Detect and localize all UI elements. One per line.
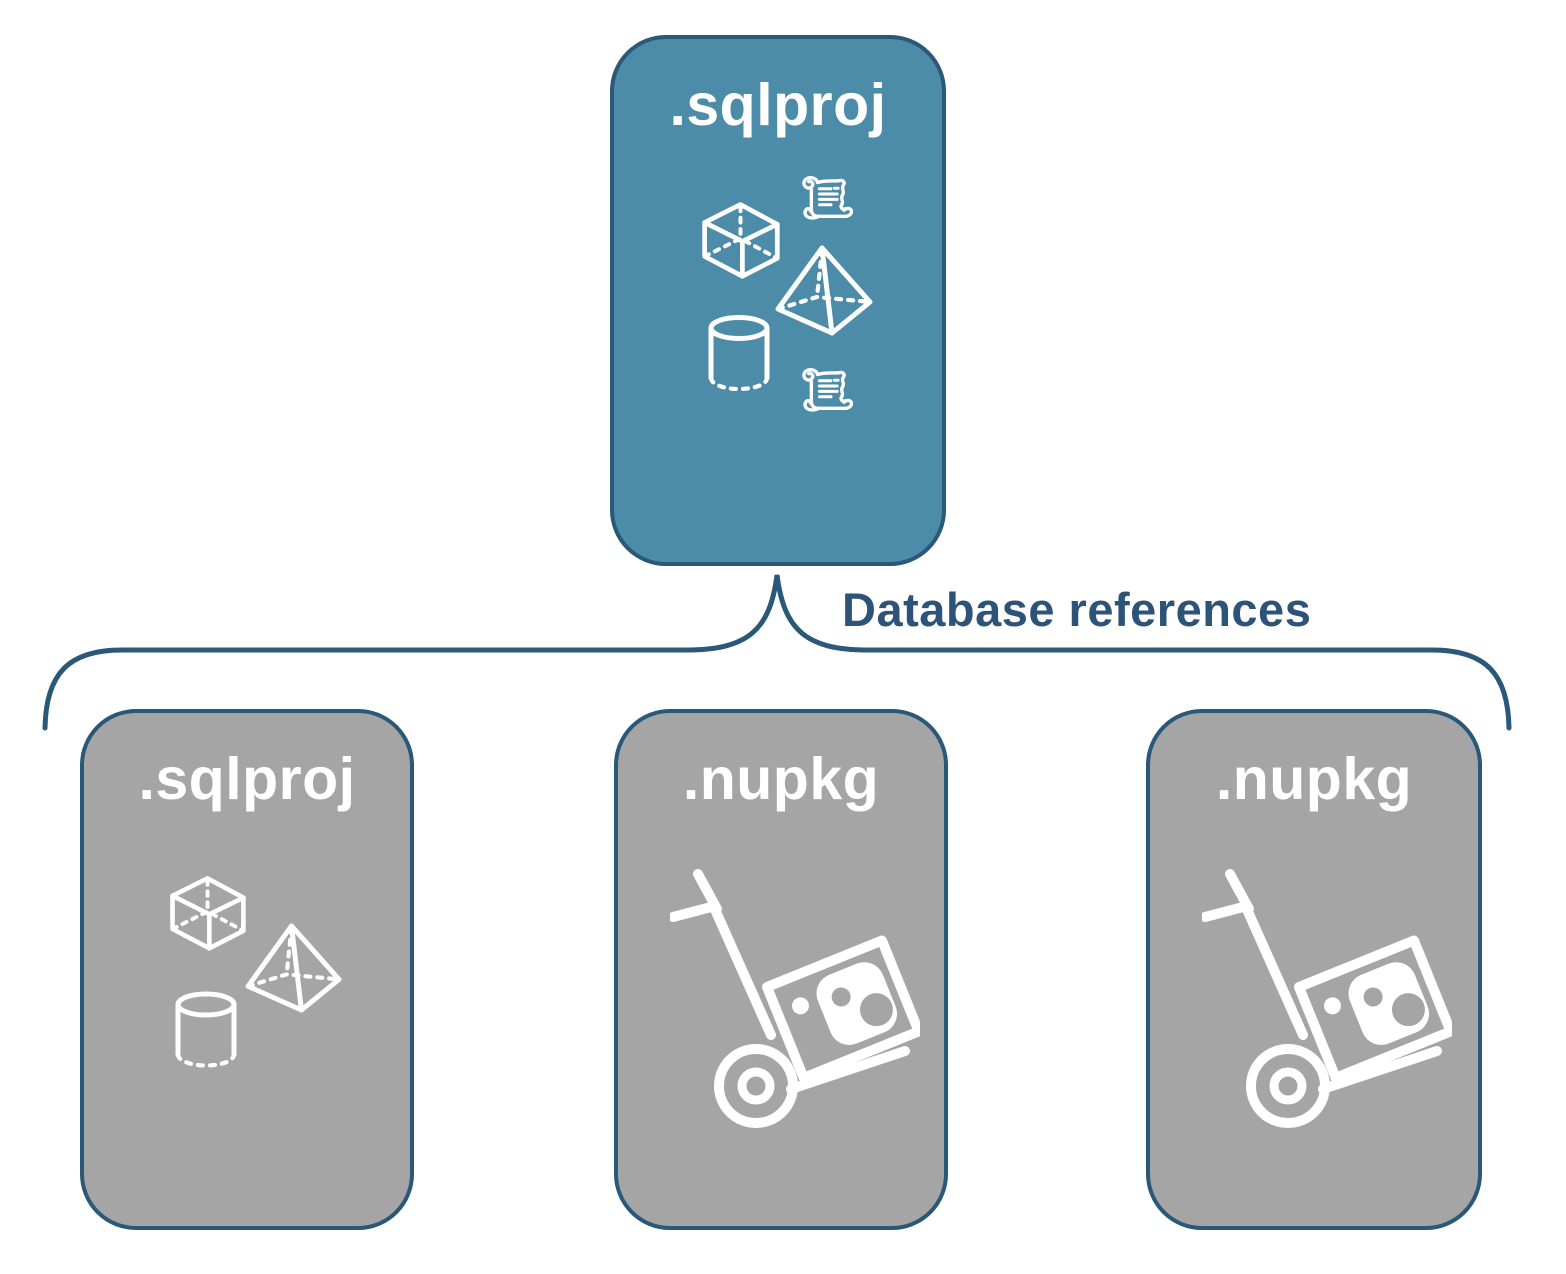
card-title: .sqlproj (138, 746, 356, 812)
child-card-sqlproj: .sqlproj (80, 709, 414, 1230)
child-card-nupkg-1: .nupkg (614, 709, 948, 1230)
package-dolly-icon (670, 869, 920, 1134)
cylinder-icon (706, 315, 772, 393)
pyramid-icon (773, 243, 875, 337)
package-dolly-icon (1202, 869, 1452, 1134)
pyramid-icon (243, 921, 344, 1014)
root-card-sqlproj: .sqlproj (610, 35, 946, 566)
cube-icon (166, 871, 249, 952)
scroll-icon (798, 172, 855, 225)
card-title: .nupkg (1215, 746, 1413, 812)
cylinder-icon (173, 991, 239, 1070)
cube-icon (698, 197, 783, 280)
scroll-icon (798, 364, 855, 417)
card-title: .sqlproj (669, 72, 887, 138)
child-card-nupkg-2: .nupkg (1146, 709, 1482, 1230)
card-title: .nupkg (682, 746, 880, 812)
connector-label: Database references (842, 583, 1312, 636)
